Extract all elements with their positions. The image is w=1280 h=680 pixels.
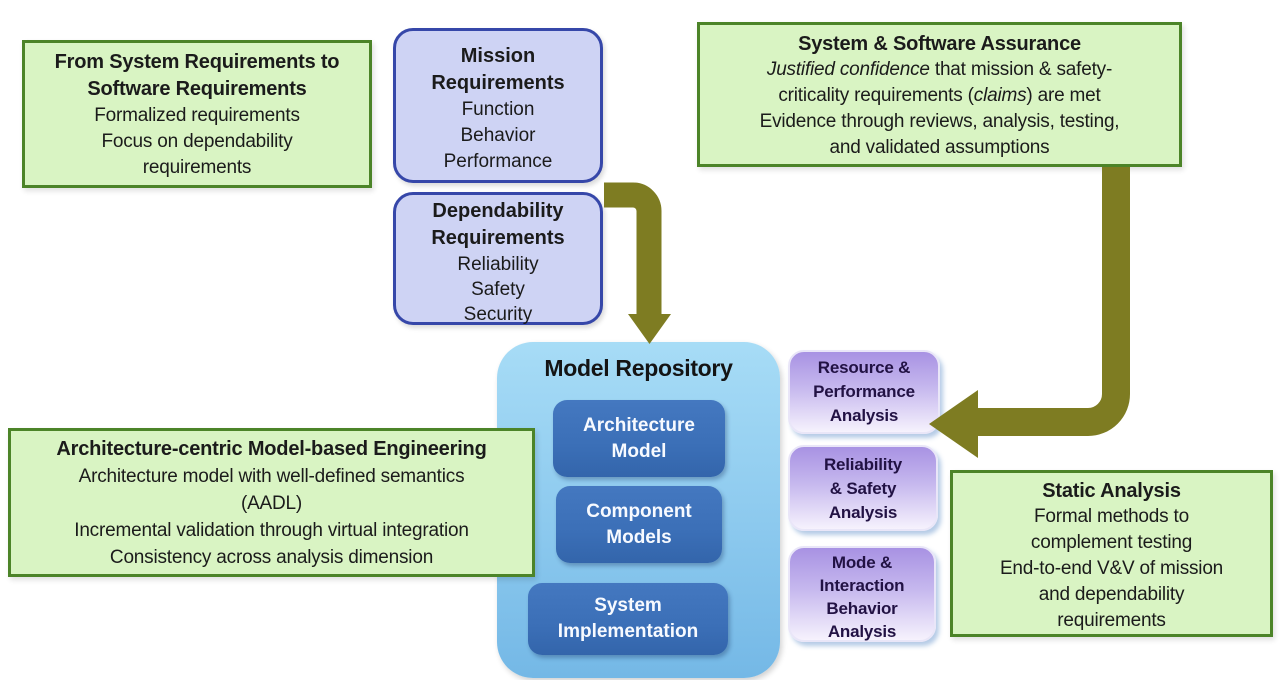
box-title: From System Requirements to [54, 51, 340, 73]
mission-requirements-box: Mission Requirements Function Behavior P… [393, 28, 603, 183]
box-title: Requirements [431, 227, 565, 249]
box-title: Architecture-centric Model-based Enginee… [56, 438, 487, 460]
box-text: and dependability [1038, 584, 1185, 605]
dependability-to-repository-arrow [604, 182, 671, 344]
box-text: Reliability [457, 254, 539, 275]
box-title: Mission [460, 45, 536, 67]
box-title: Requirements [431, 72, 565, 94]
box-text: Interaction [819, 576, 905, 595]
box-title: Static Analysis [1042, 480, 1181, 502]
mode-interaction-behavior-analysis-box: Mode & Interaction Behavior Analysis [788, 546, 936, 642]
box-text: End-to-end V&V of mission [999, 558, 1224, 579]
box-text: Analysis [828, 503, 898, 522]
box-text: criticality requirements (claims) are me… [700, 83, 1179, 109]
box-text: Focus on dependability [101, 131, 293, 152]
box-text: Analysis [827, 622, 897, 641]
model-repository-container: Model Repository Architecture Model Comp… [497, 342, 780, 678]
box-text: Behavior [826, 599, 898, 618]
box-text: Resource & [817, 358, 911, 377]
box-text: (AADL) [240, 493, 303, 514]
system-implementation-box: System Implementation [528, 583, 728, 655]
box-text: complement testing [1030, 532, 1193, 553]
box-text: Justified confidence that mission & safe… [700, 57, 1179, 83]
architecture-model-box: Architecture Model [553, 400, 725, 477]
box-text: Behavior [460, 125, 536, 146]
box-text: Mode & [831, 553, 893, 572]
component-models-box: Component Models [556, 486, 722, 563]
box-text: Function [461, 99, 535, 120]
box-text: Analysis [829, 406, 899, 425]
box-text: Incremental validation through virtual i… [74, 520, 469, 541]
box-text: Formalized requirements [94, 105, 300, 126]
reliability-safety-analysis-box: Reliability & Safety Analysis [788, 445, 938, 531]
static-analysis-box: Static Analysis Formal methods to comple… [950, 470, 1273, 637]
box-text: Performance [813, 382, 915, 401]
box-title: System & Software Assurance [798, 33, 1081, 55]
box-text: Reliability [823, 455, 903, 474]
plain-text: that mission & safety- [929, 59, 1113, 80]
italic-text: Justified confidence [766, 59, 930, 80]
arrow-head-down-icon [628, 314, 671, 344]
system-software-assurance-box: System & Software Assurance Justified co… [697, 22, 1182, 167]
italic-text: claims [973, 85, 1027, 106]
box-text: and validated assumptions [829, 137, 1050, 158]
system-to-software-requirements-box: From System Requirements to Software Req… [22, 40, 372, 188]
plain-text: ) are met [1026, 85, 1101, 106]
box-text: & Safety [829, 479, 897, 498]
box-text: Formal methods to [1034, 506, 1189, 527]
resource-performance-analysis-box: Resource & Performance Analysis [788, 350, 940, 434]
box-text: Evidence through reviews, analysis, test… [759, 111, 1120, 132]
box-text: Safety [471, 279, 525, 300]
repository-title: Model Repository [544, 355, 733, 381]
box-text: requirements [1057, 610, 1166, 631]
box-text: Consistency across analysis dimension [109, 547, 434, 568]
box-text: Performance [443, 151, 553, 172]
box-text: requirements [142, 157, 252, 178]
box-title: Dependability [432, 200, 564, 222]
assurance-to-analyses-arrow [929, 167, 1130, 458]
plain-text: criticality requirements ( [778, 85, 974, 106]
box-text: Architecture model with well-defined sem… [78, 466, 465, 487]
architecture-centric-engineering-box: Architecture-centric Model-based Enginee… [8, 428, 535, 577]
box-text: Security [463, 304, 533, 325]
dependability-requirements-box: Dependability Requirements Reliability S… [393, 192, 603, 325]
box-title: Software Requirements [87, 78, 307, 100]
